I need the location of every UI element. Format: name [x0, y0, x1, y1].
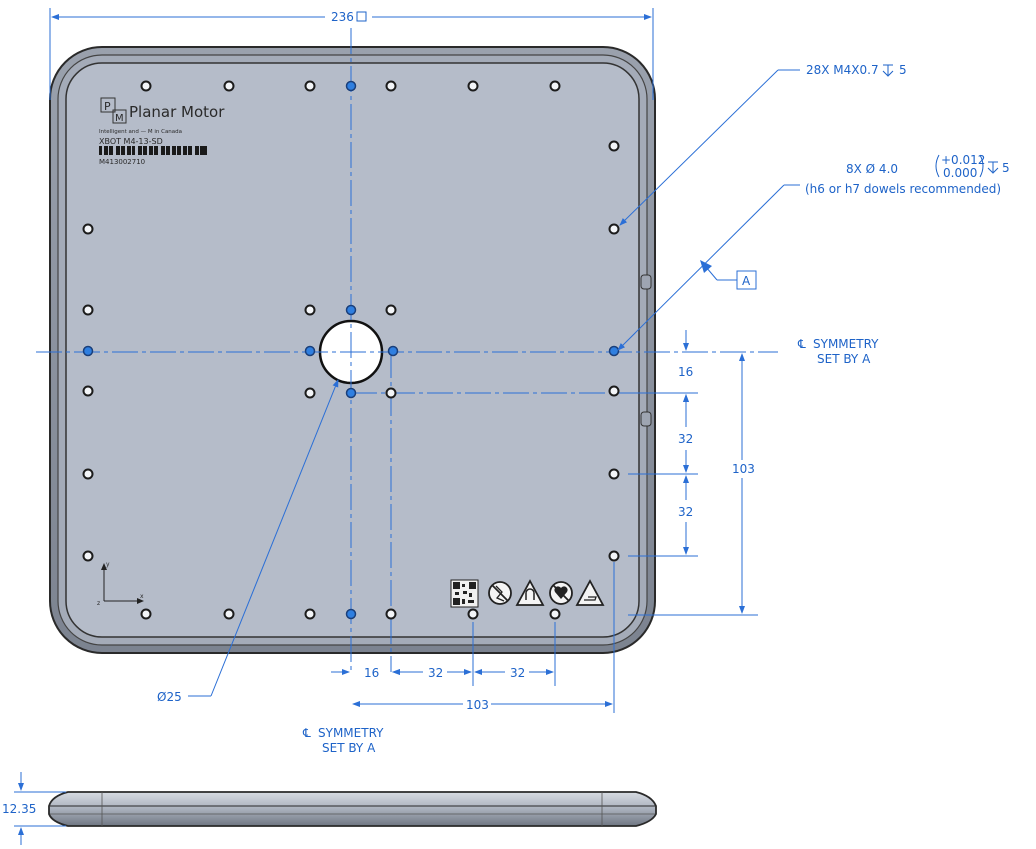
- dowel-hole: [82, 345, 94, 357]
- vertical-dimensions: 16 32 32 103: [620, 330, 758, 616]
- axis-z-label: z: [97, 600, 100, 607]
- symmetry-bottom-line1: SYMMETRY: [318, 726, 384, 740]
- center-bore-callout: Ø25: [157, 379, 339, 704]
- square-symbol-icon: [356, 11, 367, 22]
- threaded-hole: [82, 468, 94, 480]
- symmetry-right-line1: SYMMETRY: [813, 337, 879, 351]
- threaded-hole: [385, 80, 397, 92]
- threaded-hole: [304, 387, 316, 399]
- side-pin-lower: [640, 411, 652, 427]
- depth-symbol-icon: [882, 64, 894, 77]
- thickness-dimension: 12.35: [2, 772, 66, 845]
- tolerance-bracket-right: [979, 154, 984, 178]
- threaded-holes: [82, 80, 620, 620]
- dowel-holes: [82, 80, 620, 620]
- threaded-hole: [304, 608, 316, 620]
- logo-letter-m: M: [115, 113, 124, 124]
- thread-depth-value: 5: [899, 63, 907, 77]
- dowel-hole: [345, 608, 357, 620]
- threaded-hole: [549, 608, 561, 620]
- tolerance-bracket-left: [935, 154, 940, 178]
- h103-value: 103: [466, 698, 489, 712]
- axis-triad: y x z: [97, 561, 144, 607]
- threaded-hole: [608, 223, 620, 235]
- dowel-hole: [345, 304, 357, 316]
- dowel-depth-symbol-icon: [987, 161, 999, 174]
- horizontal-dimensions: 16 32 32 103: [331, 562, 615, 713]
- h32b-value: 32: [510, 666, 525, 680]
- h16-value: 16: [364, 666, 379, 680]
- side-pin-upper: [640, 274, 652, 290]
- threaded-hole: [549, 80, 561, 92]
- overall-width-dimension: 236: [49, 8, 654, 100]
- qr-code-icon: [450, 579, 479, 608]
- dowel-hole: [387, 345, 399, 357]
- threaded-hole: [608, 550, 620, 562]
- threaded-hole: [467, 80, 479, 92]
- centerline-symbol-icon: ℄: [797, 337, 806, 351]
- dowel-hole: [345, 80, 357, 92]
- centerline-symbol-bottom-icon: ℄: [302, 726, 311, 740]
- threaded-hole: [608, 468, 620, 480]
- magnet-warning-icon: [515, 579, 545, 606]
- v103-value: 103: [732, 462, 755, 476]
- symmetry-right-note: ℄ SYMMETRY SET BY A: [797, 337, 879, 366]
- threaded-hole: [82, 304, 94, 316]
- no-heart-device-icon: [549, 581, 573, 605]
- datum-a-label: A: [742, 274, 751, 288]
- threaded-hole: [82, 223, 94, 235]
- no-pacemaker-icon: [488, 581, 512, 605]
- threaded-hole: [223, 608, 235, 620]
- dowel-qty-dia: 8X Ø 4.0: [846, 162, 898, 176]
- label-line1: Intelligent and — M in Canada: [99, 129, 182, 135]
- axis-x-label: x: [140, 593, 144, 600]
- symmetry-right-line2: SET BY A: [817, 352, 871, 366]
- logo-letter-p: P: [104, 100, 111, 113]
- threaded-hole: [140, 80, 152, 92]
- threaded-hole: [608, 385, 620, 397]
- threaded-hole: [82, 385, 94, 397]
- axis-y-label: y: [106, 561, 110, 568]
- v16-value: 16: [678, 365, 693, 379]
- threaded-hole: [304, 304, 316, 316]
- threaded-hole: [467, 608, 479, 620]
- dowel-hole: [345, 387, 357, 399]
- model-label: XBOT M4-13-SD: [99, 137, 163, 146]
- v32a-value: 32: [678, 432, 693, 446]
- threaded-hole: [223, 80, 235, 92]
- v32b-value: 32: [678, 505, 693, 519]
- threaded-hole: [304, 80, 316, 92]
- threaded-hole: [385, 304, 397, 316]
- dowel-depth-value: 5: [1002, 161, 1010, 175]
- plate-side-view: [48, 791, 657, 827]
- thread-callout-text: 28X M4X0.7: [806, 63, 879, 77]
- thread-callout: 28X M4X0.7 5: [619, 63, 907, 226]
- dowel-note: (h6 or h7 dowels recommended): [805, 182, 1001, 196]
- dowel-hole: [608, 345, 620, 357]
- side-profile: [48, 791, 657, 827]
- overall-width-value: 236: [331, 10, 354, 24]
- thickness-value: 12.35: [2, 802, 36, 816]
- threaded-hole: [82, 550, 94, 562]
- datum-a-flag: A: [700, 260, 757, 290]
- dowel-tol-lower: 0.000: [943, 166, 977, 180]
- logo: P M Planar Motor: [100, 97, 225, 124]
- threaded-hole: [385, 608, 397, 620]
- threaded-hole: [385, 387, 397, 399]
- brand-name: Planar Motor: [129, 103, 225, 121]
- dowel-hole: [304, 345, 316, 357]
- threaded-hole: [608, 140, 620, 152]
- dowel-tol-upper: +0.012: [941, 153, 985, 167]
- symmetry-bottom-line2: SET BY A: [322, 741, 376, 755]
- serial-label: M413002710: [99, 158, 145, 166]
- dowel-callout: 8X Ø 4.0 +0.012 0.000 5 (h6 or h7 dowels…: [617, 153, 1010, 351]
- center-bore-diameter: Ø25: [157, 690, 182, 704]
- symmetry-bottom-note: ℄ SYMMETRY SET BY A: [302, 726, 384, 755]
- h32a-value: 32: [428, 666, 443, 680]
- crush-hazard-icon: [575, 579, 605, 606]
- barcode: [99, 146, 207, 155]
- threaded-hole: [140, 608, 152, 620]
